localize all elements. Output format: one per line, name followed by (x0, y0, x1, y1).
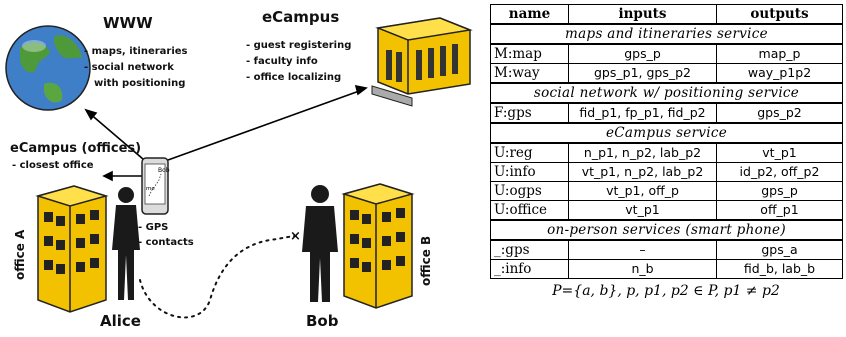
cell-outputs: gps_p (716, 181, 843, 201)
section-row: on-person services (smart phone) (490, 219, 843, 241)
globe-icon (5, 25, 91, 111)
cell-inputs: gps_p (568, 43, 717, 64)
www-item-3: with positioning (94, 78, 185, 89)
bob-figure (302, 185, 338, 302)
alice-label: Alice (100, 312, 141, 330)
section-row: social network w/ positioning service (490, 82, 843, 104)
cell-inputs: – (568, 239, 717, 260)
cell-outputs: gps_p2 (716, 102, 843, 124)
ecampus-building-icon (371, 17, 473, 107)
phone-links (84, 84, 368, 182)
office-b-label: office B (419, 236, 433, 286)
phone-screen-me-label: me (146, 186, 155, 192)
cell-outputs: gps_a (716, 239, 843, 260)
cell-inputs: fid_p1, fp_p1, fid_p2 (568, 102, 717, 124)
arrow-to-www (87, 111, 151, 166)
cell-name: _:gps (490, 239, 569, 260)
www-item-1: - maps, itineraries (84, 46, 188, 57)
phone-item-gps: - GPS (138, 222, 168, 233)
cell-name: _:info (490, 259, 569, 279)
cell-name: F:gps (490, 102, 569, 124)
arrow-head-ecampus (354, 84, 368, 96)
arrow-head-offices (102, 170, 113, 182)
cell-inputs: gps_p1, gps_p2 (568, 63, 717, 84)
offices-title: eCampus (offices) (10, 141, 141, 156)
ecampus-item-2: - faculty info (246, 56, 318, 67)
office-a-label: office A (13, 229, 27, 280)
smartphone-icon: Bob me (141, 157, 170, 215)
ecampus-title: eCampus (262, 8, 339, 26)
cell-inputs: vt_p1, off_p (568, 181, 717, 201)
ecampus-item-1: - guest registering (246, 40, 351, 51)
walking-path (139, 235, 299, 319)
arrow-head-www (84, 108, 98, 121)
www-title: WWW (103, 14, 153, 32)
phone-screen-bob-label: Bob (158, 167, 170, 174)
section-title: social network w/ positioning service (490, 82, 843, 104)
cell-outputs: fid_b, lab_b (716, 259, 843, 279)
arrow-to-ecampus (167, 89, 363, 161)
section-title: on-person services (smart phone) (490, 219, 843, 241)
www-item-2: - social network (84, 62, 174, 73)
cell-name: M:way (490, 63, 569, 84)
bob-label: Bob (306, 312, 339, 330)
table-footnote: P={a, b}, p, p1, p2 ∈ P, p1 ≠ p2 (552, 283, 780, 299)
cell-inputs: vt_p1, n_p2, lab_p2 (568, 162, 717, 182)
section-row: maps and itineraries service (490, 23, 843, 45)
table-header-row: name inputs outputs (490, 4, 843, 25)
phone-item-contacts: - contacts (138, 237, 194, 248)
ecampus-item-3: - office localizing (246, 72, 341, 83)
cell-inputs: vt_p1 (568, 200, 717, 221)
cell-inputs: n_p1, n_p2, lab_p2 (568, 142, 717, 163)
header-outputs: outputs (716, 4, 843, 25)
office-a-building (35, 185, 109, 313)
office-b-building (341, 183, 415, 309)
cell-outputs: map_p (716, 43, 843, 64)
cell-outputs: off_p1 (716, 200, 843, 221)
cell-outputs: id_p2, off_p2 (716, 162, 843, 182)
alice-figure (112, 187, 140, 300)
section-row: eCampus service (490, 122, 843, 144)
cell-inputs: n_b (568, 259, 717, 279)
section-title: eCampus service (490, 122, 843, 144)
path-end-mark: × (290, 229, 301, 244)
service-table: name inputs outputs maps and itineraries… (490, 4, 843, 279)
service-table-panel: name inputs outputs maps and itineraries… (490, 4, 843, 299)
cell-name: U:info (490, 162, 569, 182)
cell-outputs: way_p1p2 (716, 63, 843, 84)
header-inputs: inputs (568, 4, 717, 25)
cell-name: M:map (490, 43, 569, 64)
cell-name: U:ogps (490, 181, 569, 201)
section-title: maps and itineraries service (490, 23, 843, 45)
offices-item-1: - closest office (12, 160, 94, 171)
cell-name: U:reg (490, 142, 569, 163)
table-row: _:gps–gps_a (490, 239, 843, 260)
cell-outputs: vt_p1 (716, 142, 843, 163)
header-name: name (490, 4, 569, 25)
cell-name: U:office (490, 200, 569, 221)
